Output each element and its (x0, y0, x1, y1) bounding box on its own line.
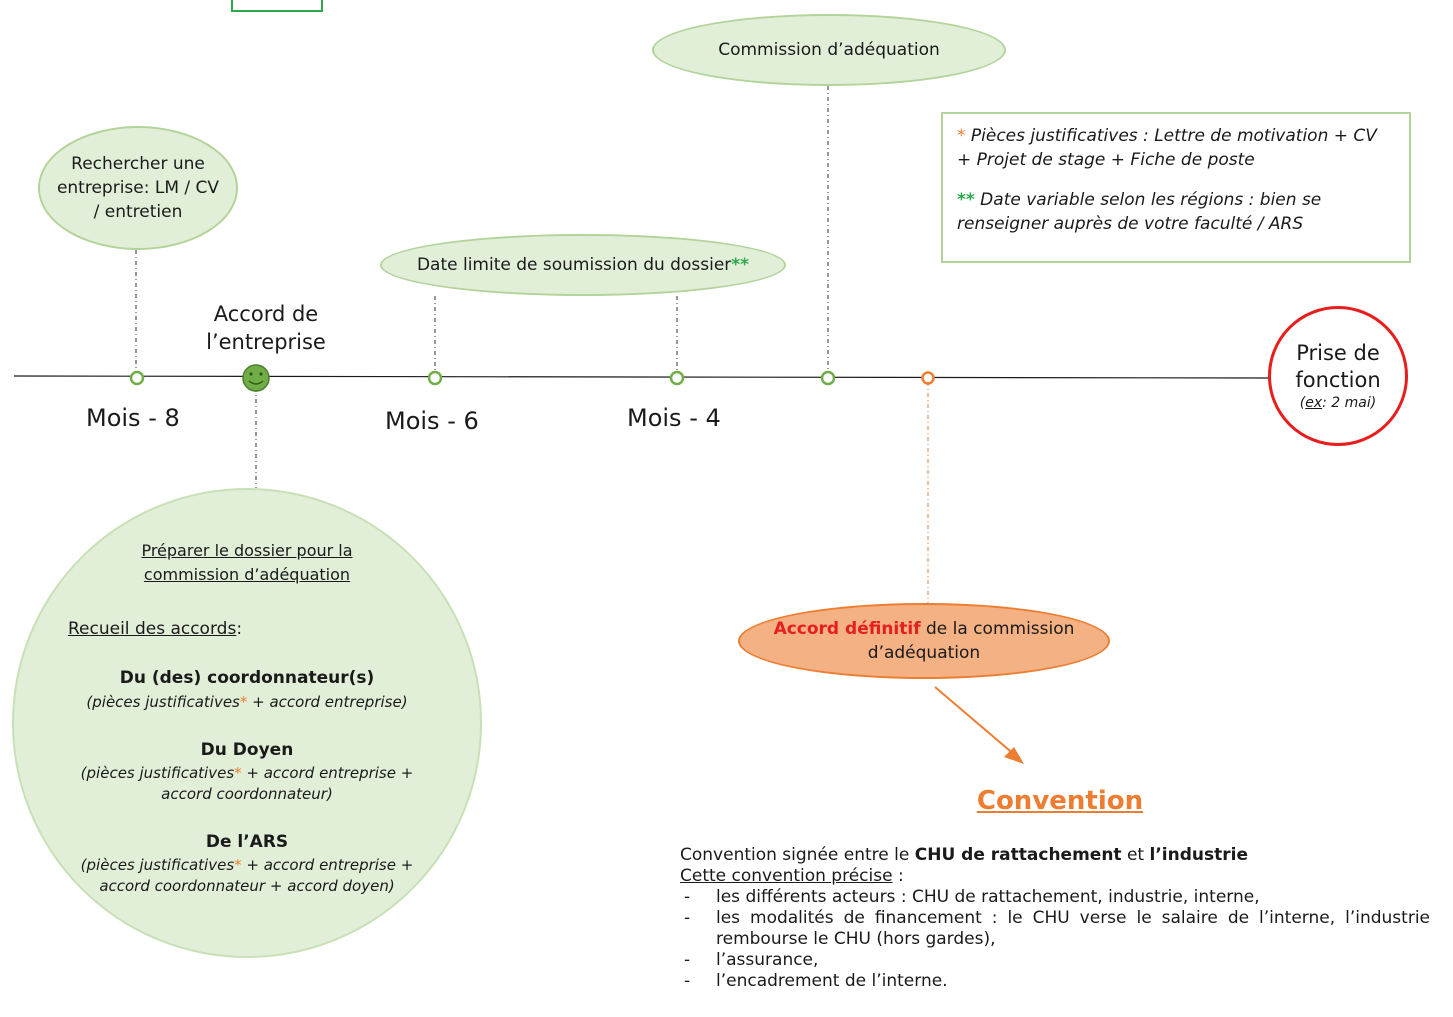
coord-detail-b: + accord entreprise) (247, 693, 408, 711)
doyen-detail-b: + accord entreprise + (241, 764, 414, 782)
note-1-star: * (957, 126, 966, 146)
notes-box: * Pièces justificatives : Lettre de moti… (941, 112, 1411, 263)
dossier-circle (12, 488, 482, 958)
recueil-colon: : (236, 619, 243, 639)
ars-star: * (234, 856, 242, 874)
node-prise-de-fonction: Prise de fonction (ex: 2 mai) (1268, 306, 1408, 446)
doyen-detail-2: accord coordonnateur) (161, 785, 333, 803)
doyen-detail-a: (pièces justificatives (80, 764, 235, 782)
accord-definitif-label: Accord définitif de la commission d’adéq… (740, 617, 1108, 665)
note-2: ** Date variable selon les régions : bie… (957, 188, 1395, 236)
intro-c: et (1121, 845, 1150, 865)
precise-text: Cette convention précise (680, 866, 893, 886)
accord-definitif-rest: de la commission d’adéquation (867, 619, 1075, 663)
intro-b: CHU de rattachement (914, 845, 1122, 865)
note-1: * Pièces justificatives : Lettre de moti… (957, 124, 1395, 172)
convention-item: les différents acteurs : CHU de rattache… (680, 887, 1430, 908)
node-commission-label: Commission d’adéquation (718, 40, 940, 60)
convention-list: les différents acteurs : CHU de rattache… (680, 887, 1430, 992)
arrow-head (1004, 747, 1024, 764)
prise-example: (ex: 2 mai) (1299, 395, 1377, 411)
mois-label-4: Mois - 4 (627, 404, 721, 432)
node-accord-entreprise-label: Accord de l’entreprise (206, 302, 326, 354)
coord-title: Du (des) coordonnateur(s) (119, 668, 375, 688)
dossier-title-2: commission d’adéquation (143, 565, 351, 584)
mois-label-6: Mois - 6 (385, 407, 479, 435)
dossier-title-1: Préparer le dossier pour la (141, 541, 353, 560)
coord-star: * (239, 693, 248, 711)
coord-detail-a: (pièces justificatives (86, 693, 240, 711)
marker-accord-definitif (921, 371, 935, 385)
precise-colon: : (892, 866, 904, 886)
convention-item: l’assurance, (680, 950, 1430, 971)
accord-definitif-bold: Accord définitif (773, 619, 921, 639)
marker-commission (820, 370, 836, 386)
date-limite-star: ** (731, 255, 750, 275)
ars-detail-1: (pièces justificatives* + accord entrepr… (12, 856, 482, 874)
ars-detail-b: + accord entreprise + (241, 856, 414, 874)
marker-mois-4 (669, 370, 685, 386)
intro-d: l’industrie (1149, 845, 1248, 865)
doyen-title: Du Doyen (200, 740, 294, 760)
coord-detail: (pièces justificatives* + accord entrepr… (12, 693, 482, 711)
note-2-text: Date variable selon les régions : bien s… (957, 190, 1322, 234)
date-limite-text: Date limite de soumission du dossier (416, 255, 732, 275)
convention-precise: Cette convention précise : (680, 866, 1430, 887)
doyen-detail-1: (pièces justificatives* + accord entrepr… (12, 764, 482, 782)
ars-detail-a: (pièces justificatives (80, 856, 235, 874)
top-green-box (231, 0, 323, 12)
note-1-text: Pièces justificatives : Lettre de motiva… (957, 126, 1377, 170)
convention-title: Convention (976, 786, 1144, 816)
marker-mois-6 (427, 370, 443, 386)
prise-line1: Prise de (1296, 341, 1380, 365)
node-rechercher: Rechercher une entreprise: LM / CV / ent… (38, 126, 238, 250)
smiley-icon (242, 364, 270, 392)
recueil-text: Recueil des accords (68, 619, 237, 639)
arrow-to-convention (934, 686, 1017, 757)
convention-item: l’encadrement de l’interne. (680, 971, 1430, 992)
node-accord-definitif: Accord définitif de la commission d’adéq… (738, 603, 1110, 679)
convention-body: Convention signée entre le CHU de rattac… (680, 845, 1430, 992)
node-commission: Commission d’adéquation (652, 14, 1006, 86)
prise-date: : 2 mai) (1322, 395, 1377, 411)
doyen-star: * (234, 764, 242, 782)
ars-title: De l’ARS (205, 832, 289, 852)
recueil-label: Recueil des accords: (68, 619, 242, 639)
intro-a: Convention signée entre le (680, 845, 915, 865)
mois-label-8: Mois - 8 (86, 404, 180, 432)
prise-line2: fonction (1295, 368, 1381, 392)
marker-mois-8 (129, 370, 145, 386)
timeline-axis (13, 375, 1271, 379)
node-rechercher-label: Rechercher une entreprise: LM / CV / ent… (56, 154, 220, 222)
node-accord-entreprise: Accord de l’entreprise (196, 300, 336, 356)
note-2-star: ** (957, 190, 975, 210)
node-date-limite-label: Date limite de soumission du dossier** (417, 255, 749, 275)
convention-item: les modalités de financement : le CHU ve… (680, 908, 1430, 950)
convention-intro: Convention signée entre le CHU de rattac… (680, 845, 1430, 866)
ars-detail-2: accord coordonnateur + accord doyen) (99, 877, 395, 895)
node-date-limite: Date limite de soumission du dossier** (380, 234, 786, 296)
prise-ex: ex (1305, 395, 1323, 411)
